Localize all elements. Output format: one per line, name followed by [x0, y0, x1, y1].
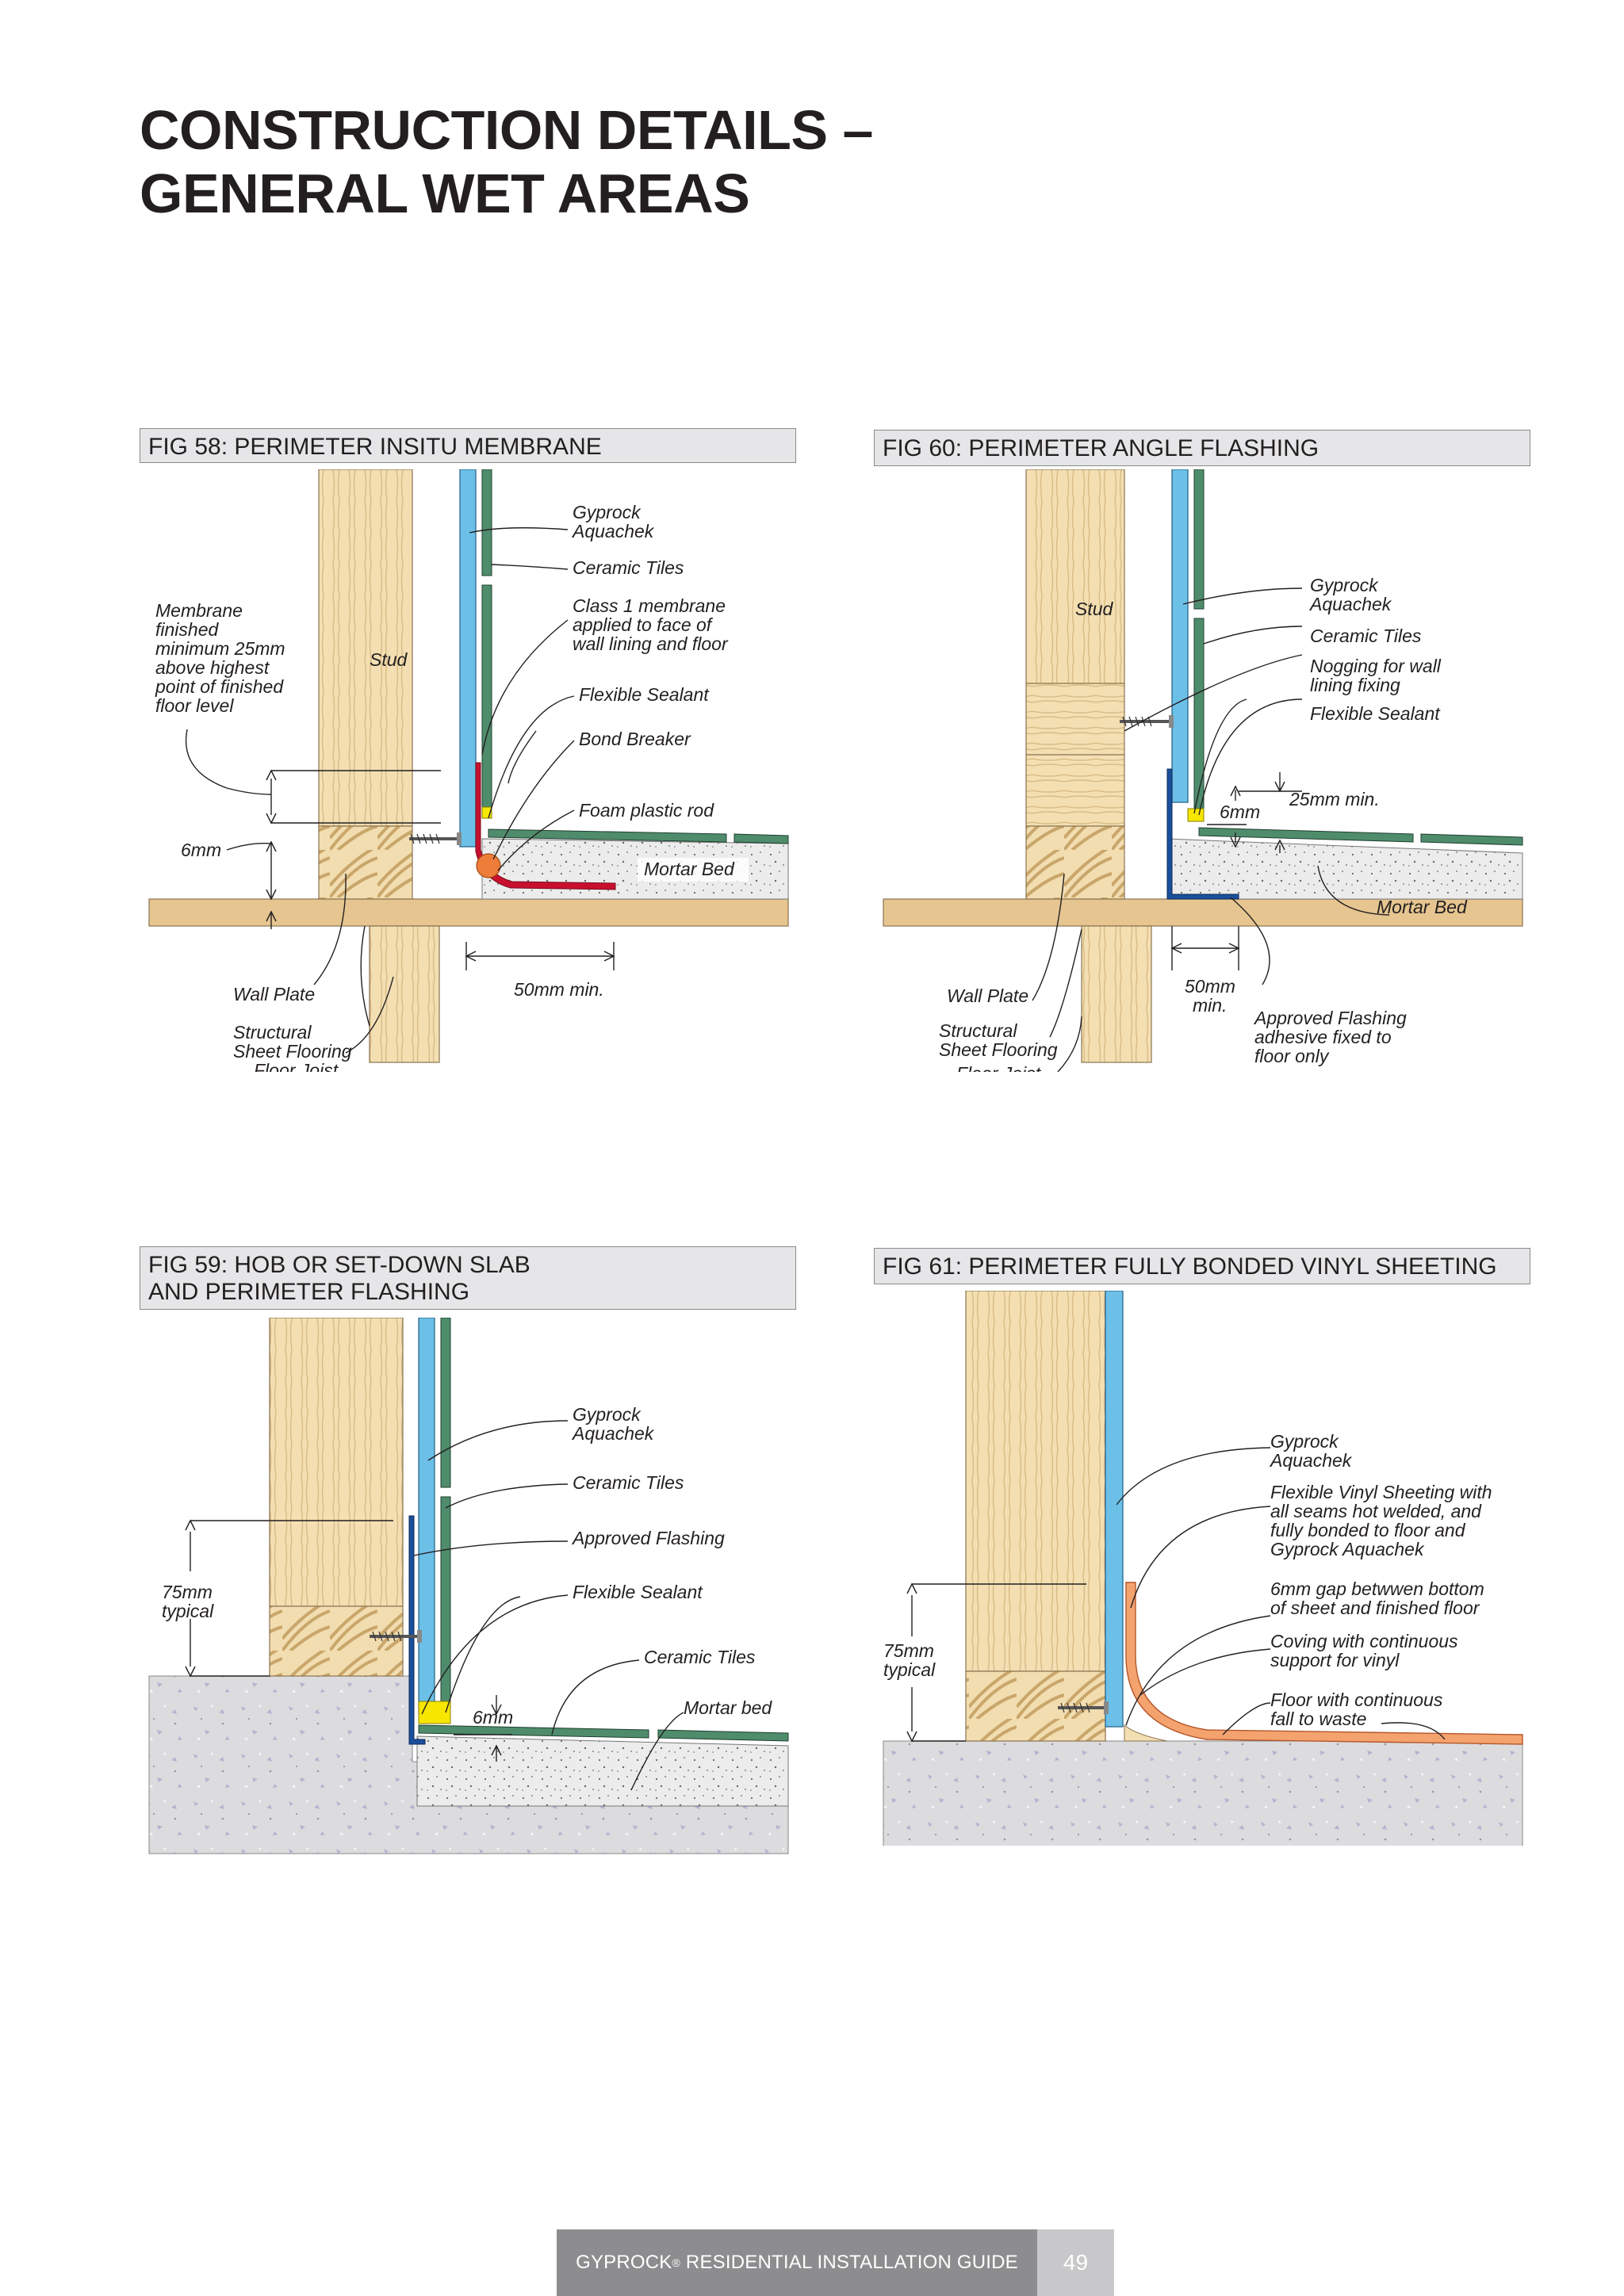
label-membrane-line1: Membrane: [155, 600, 243, 621]
label-ceramic-tiles-floor: Ceramic Tiles: [644, 1647, 756, 1667]
label-gap-line2: of sheet and finished floor: [1270, 1598, 1480, 1618]
label-gyprock: Gyprock: [573, 502, 642, 522]
label-typical: typical: [883, 1659, 936, 1680]
label-sheet-flooring: Sheet Flooring: [939, 1039, 1058, 1060]
label-gyprock: Gyprock: [573, 1404, 642, 1425]
label-structural: Structural: [939, 1020, 1017, 1041]
label-bond-breaker: Bond Breaker: [579, 729, 691, 749]
figure-61-title: FIG 61: PERIMETER FULLY BONDED VINYL SHE…: [874, 1248, 1530, 1284]
label-class1-line2: applied to face of: [573, 614, 714, 635]
figure-59-diagram: Gyprock Aquachek Ceramic Tiles Approved …: [148, 1318, 789, 1854]
page-title-line-2: GENERAL WET AREAS: [140, 163, 750, 224]
label-coving-line2: support for vinyl: [1270, 1650, 1400, 1670]
label-ceramic-tiles: Ceramic Tiles: [573, 1472, 684, 1493]
label-mortar-bed: Mortar Bed: [1377, 897, 1468, 917]
label-typical: typical: [162, 1601, 214, 1621]
page-title: CONSTRUCTION DETAILS – GENERAL WET AREAS: [140, 98, 873, 225]
label-ceramic-tiles: Ceramic Tiles: [1310, 626, 1422, 646]
label-coving-line1: Coving with continuous: [1270, 1631, 1458, 1651]
label-wall-plate: Wall Plate: [233, 984, 315, 1004]
label-approved-line3: floor only: [1254, 1046, 1330, 1066]
label-membrane-line2: finished: [155, 619, 219, 640]
page-number: 49: [1037, 2229, 1114, 2296]
figure-58-diagram: Gyprock Aquachek Ceramic Tiles Class 1 m…: [148, 469, 789, 1072]
label-stud: Stud: [370, 649, 408, 670]
label-flexible-sealant: Flexible Sealant: [1310, 703, 1441, 724]
figure-61-diagram: Gyprock Aquachek Flexible Vinyl Sheeting…: [883, 1291, 1523, 1846]
label-50mm-line1: 50mm: [1185, 976, 1235, 997]
label-approved-line1: Approved Flashing: [1253, 1008, 1407, 1028]
label-mortar-bed: Mortar bed: [684, 1697, 772, 1718]
label-ceramic-tiles: Ceramic Tiles: [573, 557, 684, 578]
label-floor-joist: Floor Joist: [254, 1060, 339, 1072]
figure-58-title: FIG 58: PERIMETER INSITU MEMBRANE: [140, 428, 796, 463]
label-foam-rod: Foam plastic rod: [579, 800, 714, 821]
label-75mm: 75mm: [162, 1582, 213, 1602]
figure-59: FIG 59: HOB OR SET-DOWN SLAB AND PERIMET…: [140, 1246, 798, 1865]
figure-60-diagram: Stud Gyprock Aquachek Ceramic Tiles Nogg…: [883, 469, 1523, 1072]
label-membrane-line6: floor level: [155, 695, 234, 716]
label-vinyl-line1: Flexible Vinyl Sheeting with: [1270, 1482, 1492, 1502]
label-sheet-flooring: Sheet Flooring: [233, 1041, 352, 1062]
label-membrane-line5: point of finished: [155, 676, 284, 697]
label-50mm: 50mm min.: [514, 979, 604, 1000]
label-floor-line2: fall to waste: [1270, 1709, 1366, 1729]
figure-58: FIG 58: PERIMETER INSITU MEMBRANE: [140, 428, 798, 1078]
label-approved-line2: adhesive fixed to: [1254, 1027, 1392, 1047]
label-aquachek: Aquachek: [1269, 1450, 1353, 1471]
page-title-line-1: CONSTRUCTION DETAILS –: [140, 99, 873, 161]
figure-60-title: FIG 60: PERIMETER ANGLE FLASHING: [874, 430, 1530, 466]
figure-60: FIG 60: PERIMETER ANGLE FLASHING: [874, 428, 1532, 1078]
figure-61: FIG 61: PERIMETER FULLY BONDED VINYL SHE…: [874, 1246, 1532, 1865]
label-nogging-line1: Nogging for wall: [1310, 656, 1442, 676]
label-vinyl-line2: all seams hot welded, and: [1270, 1501, 1482, 1521]
label-gyprock: Gyprock: [1310, 575, 1379, 595]
label-floor-line1: Floor with continuous: [1270, 1689, 1443, 1710]
figure-59-title: FIG 59: HOB OR SET-DOWN SLAB AND PERIMET…: [140, 1246, 796, 1310]
label-25mm: 25mm min.: [1289, 789, 1380, 809]
label-vinyl-line4: Gyprock Aquachek: [1270, 1539, 1425, 1559]
footer-guide-title: GYPROCK® RESIDENTIAL INSTALLATION GUIDE: [557, 2229, 1037, 2296]
label-approved-flashing: Approved Flashing: [571, 1528, 725, 1548]
page-footer: GYPROCK® RESIDENTIAL INSTALLATION GUIDE …: [557, 2229, 1114, 2296]
label-50mm-line2: min.: [1193, 995, 1227, 1016]
label-class1-line3: wall lining and floor: [573, 633, 729, 654]
label-flexible-sealant: Flexible Sealant: [573, 1582, 703, 1602]
label-aquachek: Aquachek: [1308, 594, 1392, 614]
label-membrane-line4: above highest: [155, 657, 270, 678]
label-aquachek: Aquachek: [571, 1423, 655, 1444]
label-gap-6mm: 6mm: [1220, 802, 1260, 822]
label-class1-line1: Class 1 membrane: [573, 595, 726, 616]
label-structural: Structural: [233, 1022, 312, 1043]
label-flexible-sealant: Flexible Sealant: [579, 684, 710, 705]
label-nogging-line2: lining fixing: [1310, 675, 1400, 695]
label-gyprock: Gyprock: [1270, 1431, 1339, 1452]
label-aquachek: Aquachek: [571, 521, 655, 541]
label-mortar-bed: Mortar Bed: [644, 859, 735, 879]
label-membrane-line3: minimum 25mm: [155, 638, 285, 659]
label-vinyl-line3: fully bonded to floor and: [1270, 1520, 1466, 1540]
label-gap-6mm: 6mm: [473, 1707, 513, 1728]
label-75mm: 75mm: [883, 1640, 934, 1661]
label-wall-plate: Wall Plate: [947, 985, 1028, 1006]
label-stud: Stud: [1075, 599, 1114, 619]
label-floor-joist: Floor Joist: [956, 1063, 1042, 1072]
label-gap-6mm: 6mm: [181, 840, 221, 860]
label-gap-line1: 6mm gap betwwen bottom: [1270, 1578, 1484, 1599]
